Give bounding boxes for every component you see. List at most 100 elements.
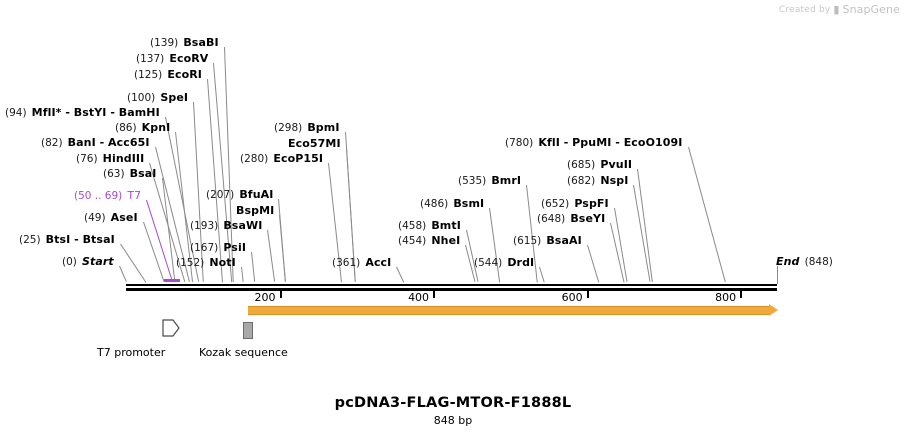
sequence-line-top xyxy=(126,284,777,286)
enzyme-label-hindiii[interactable]: (76) HindIII xyxy=(76,151,144,165)
enzyme-label-noti[interactable]: (152) NotI xyxy=(176,255,236,269)
leader-line-bsmi xyxy=(489,207,501,283)
enzyme-name: PsiI xyxy=(223,241,247,254)
enzyme-label-asei[interactable]: (49) AseI xyxy=(84,210,138,224)
enzyme-label-bfuai[interactable]: (207) BfuAI xyxy=(206,187,273,201)
marker-name: End xyxy=(776,255,800,268)
ruler-tick-600 xyxy=(586,290,589,298)
enzyme-name: Start xyxy=(81,255,114,268)
enzyme-position: (63) xyxy=(103,168,125,180)
enzyme-name: BamHI xyxy=(118,106,160,119)
enzyme-name: MflI* xyxy=(31,106,62,119)
enzyme-label-eco57mi[interactable]: Eco57MI xyxy=(288,136,341,149)
enzyme-label-bani-acc65i[interactable]: (82) BanI - Acc65I xyxy=(41,135,150,149)
enzyme-position: (648) xyxy=(537,213,566,225)
enzyme-position: (125) xyxy=(134,69,163,81)
enzyme-label-nhei[interactable]: (454) NheI xyxy=(398,233,460,247)
enzyme-label-start[interactable]: (0) Start xyxy=(62,254,114,268)
enzyme-position: (454) xyxy=(398,235,427,247)
leader-line-start xyxy=(119,265,127,283)
enzyme-label-btsi-btsai[interactable]: (25) BtsI - BtsaI xyxy=(19,232,115,246)
enzyme-position: (458) xyxy=(398,220,427,232)
marker-position: (848) xyxy=(804,256,833,268)
enzyme-name: NotI xyxy=(209,256,236,269)
enzyme-name: EcoP15I xyxy=(273,152,324,165)
enzyme-name-separator: - xyxy=(611,136,624,149)
ruler-tick-label-800: 800 xyxy=(715,291,737,304)
enzyme-name: BmrI xyxy=(491,174,522,187)
enzyme-name-separator: - xyxy=(559,136,573,149)
enzyme-name: BanI xyxy=(67,136,96,149)
leader-line-kfli-ppumi-ecoo109i xyxy=(688,146,726,283)
enzyme-label-bsai[interactable]: (63) BsaI xyxy=(103,166,157,180)
enzyme-name: BfuAI xyxy=(239,188,274,201)
enzyme-name-separator: - xyxy=(95,136,109,149)
orf-arrow-body xyxy=(248,306,769,315)
enzyme-name: BspMI xyxy=(236,204,275,217)
enzyme-name-separator: - xyxy=(70,233,83,246)
enzyme-position: (544) xyxy=(474,257,503,269)
enzyme-position: (25) xyxy=(19,234,41,246)
enzyme-name: KflI xyxy=(538,136,560,149)
enzyme-label-ecori[interactable]: (125) EcoRI xyxy=(134,67,202,81)
enzyme-name: AseI xyxy=(110,211,138,224)
enzyme-label-bspmi[interactable]: BspMI xyxy=(236,203,274,216)
enzyme-label-bmti[interactable]: (458) BmtI xyxy=(398,218,461,232)
ruler-tick-400 xyxy=(433,290,436,298)
watermark-prefix: Created by xyxy=(778,4,831,15)
leader-line-noti xyxy=(241,266,244,283)
kozak-sequence-box-icon xyxy=(243,322,253,339)
enzyme-name: KpnI xyxy=(141,121,171,134)
enzyme-label-bpmi[interactable]: (298) BpmI xyxy=(274,120,340,134)
enzyme-label-bsaai[interactable]: (615) BsaAI xyxy=(513,233,582,247)
enzyme-position: (193) xyxy=(190,220,219,232)
enzyme-name: PpuMI xyxy=(572,136,612,149)
enzyme-label-bsabi[interactable]: (139) BsaBI xyxy=(150,35,219,49)
leader-line-bspmi xyxy=(279,214,286,283)
enzyme-name: EcoO109I xyxy=(623,136,683,149)
enzyme-label-ecorv[interactable]: (137) EcoRV xyxy=(136,51,208,65)
enzyme-name: SpeI xyxy=(160,91,189,104)
enzyme-label-pspfi[interactable]: (652) PspFI xyxy=(541,196,609,210)
enzyme-label-drdi[interactable]: (544) DrdI xyxy=(474,255,534,269)
enzyme-label-t7[interactable]: (50 .. 69) T7 xyxy=(74,188,141,202)
enzyme-name: PspFI xyxy=(574,197,609,210)
enzyme-label-pvuii[interactable]: (685) PvuII xyxy=(567,157,632,171)
leader-line-bsawi xyxy=(267,229,276,283)
enzyme-label-kpni[interactable]: (86) KpnI xyxy=(115,120,170,134)
enzyme-name: HindIII xyxy=(102,152,145,165)
enzyme-label-bsmi[interactable]: (486) BsmI xyxy=(420,196,484,210)
enzyme-label-kfli-ppumi-ecoo109i[interactable]: (780) KflI - PpuMI - EcoO109I xyxy=(505,135,683,149)
enzyme-name: PvuII xyxy=(600,158,633,171)
enzyme-label-acci[interactable]: (361) AccI xyxy=(332,255,391,269)
enzyme-name: BsaAI xyxy=(546,234,582,247)
enzyme-name: BtsaI xyxy=(82,233,115,246)
enzyme-label-psii[interactable]: (167) PsiI xyxy=(190,240,246,254)
enzyme-position: (207) xyxy=(206,189,235,201)
enzyme-name: Acc65I xyxy=(108,136,150,149)
enzyme-label-ecop15i[interactable]: (280) EcoP15I xyxy=(240,151,323,165)
enzyme-name: BseYI xyxy=(570,212,606,225)
enzyme-label-bmri[interactable]: (535) BmrI xyxy=(458,173,521,187)
enzyme-position: (361) xyxy=(332,257,361,269)
end-marker-label[interactable]: End (848) xyxy=(776,254,833,268)
enzyme-label-nspi[interactable]: (682) NspI xyxy=(567,173,628,187)
enzyme-position: (50 .. 69) xyxy=(74,190,123,202)
enzyme-position: (94) xyxy=(5,107,27,119)
kozak-sequence-feature-label: Kozak sequence xyxy=(199,346,288,359)
watermark-brand: SnapGene xyxy=(842,3,900,16)
enzyme-position: (137) xyxy=(136,53,165,65)
enzyme-position: (652) xyxy=(541,198,570,210)
enzyme-label-bseyi[interactable]: (648) BseYI xyxy=(537,211,605,225)
leader-line-asei xyxy=(143,221,165,283)
enzyme-label-mfli-bstyi-bamhi[interactable]: (94) MflI* - BstYI - BamHI xyxy=(5,105,160,119)
enzyme-name-separator: - xyxy=(61,106,74,119)
enzyme-label-spei[interactable]: (100) SpeI xyxy=(127,90,188,104)
leader-line-drdi xyxy=(539,266,545,283)
enzyme-label-bsawi[interactable]: (193) BsaWI xyxy=(190,218,262,232)
ruler-tick-label-400: 400 xyxy=(408,291,430,304)
snapgene-logo-icon: ▮ xyxy=(833,3,840,16)
ruler-tick-label-600: 600 xyxy=(561,291,583,304)
enzyme-position: (615) xyxy=(513,235,542,247)
enzyme-name: NspI xyxy=(600,174,629,187)
